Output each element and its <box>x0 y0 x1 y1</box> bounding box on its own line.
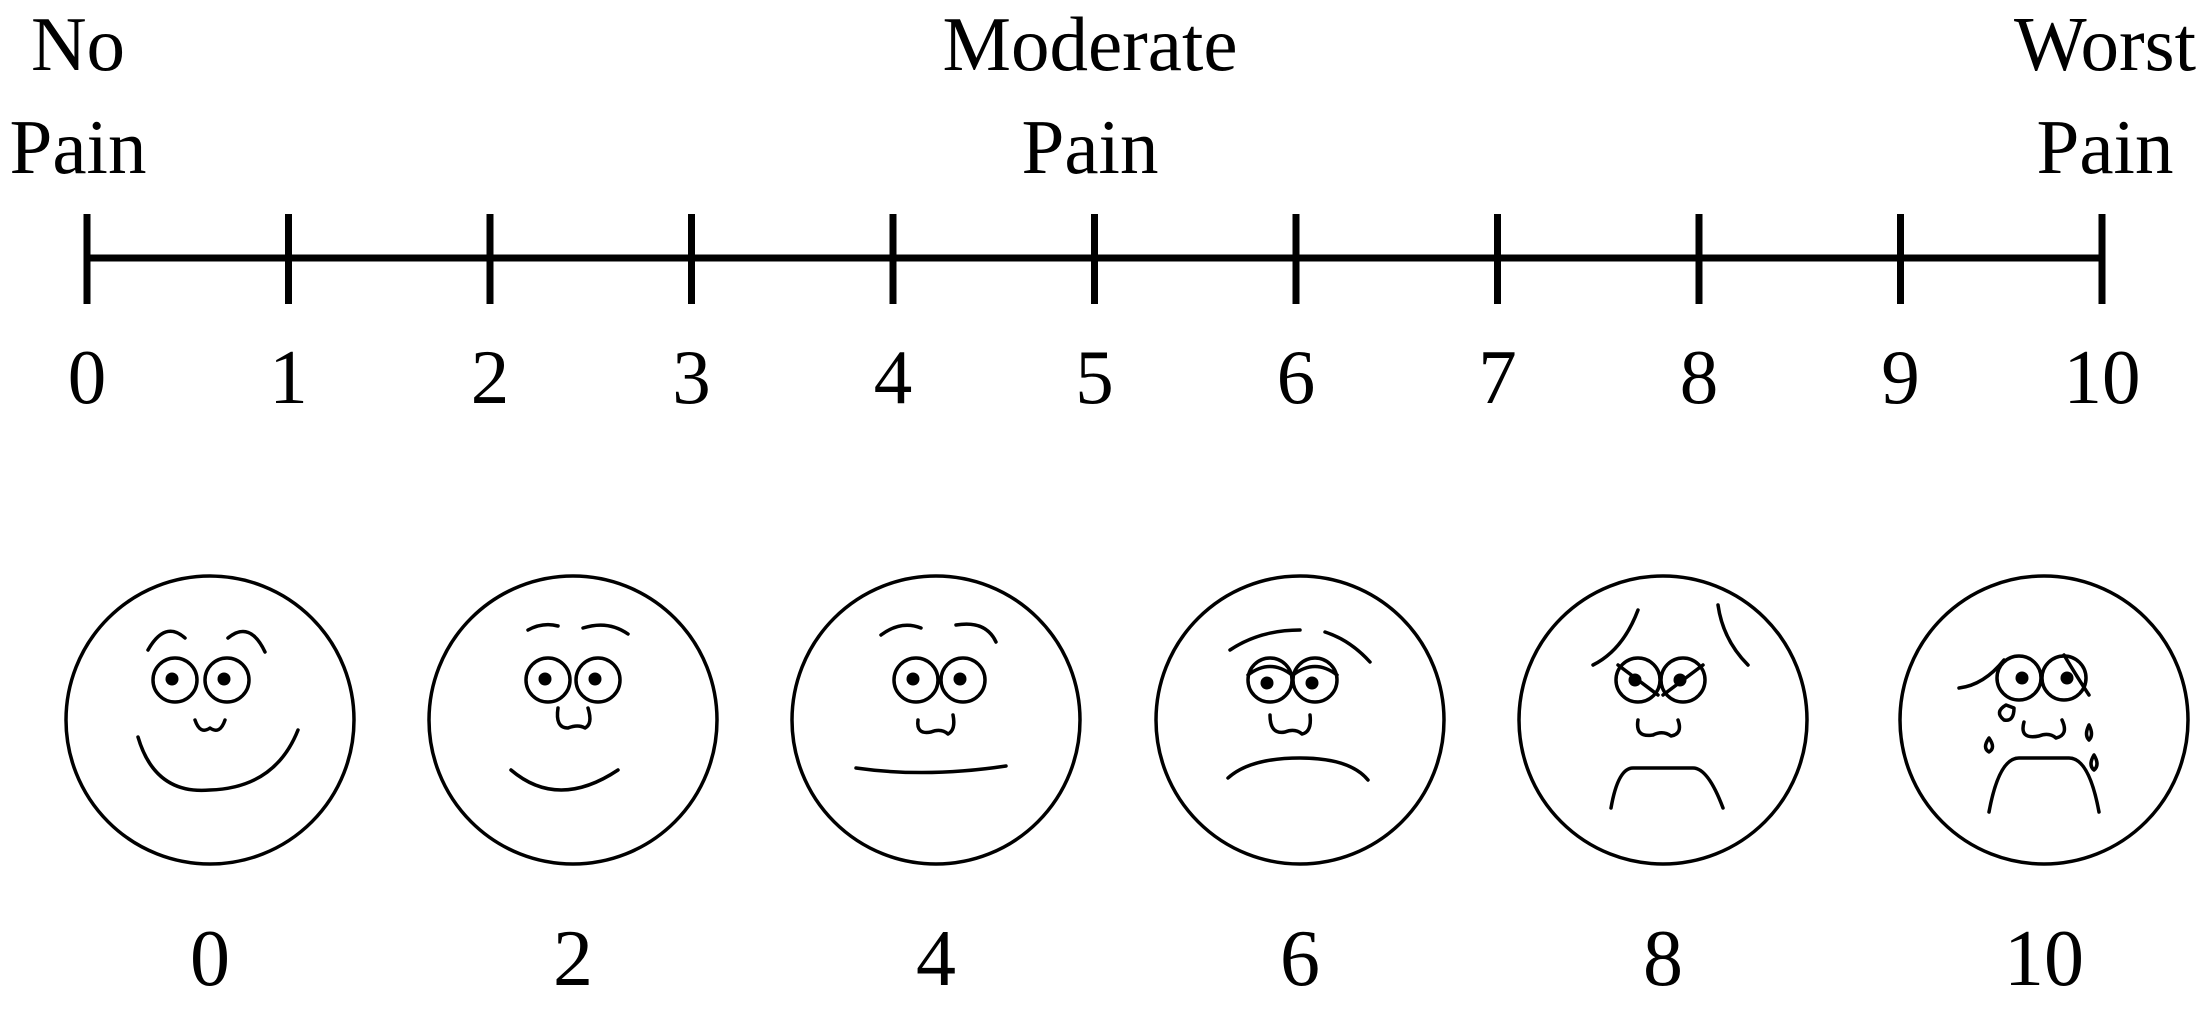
tick-label-10: 10 <box>2064 334 2141 420</box>
tick-label-7: 7 <box>1478 334 1517 420</box>
tear <box>2089 753 2099 772</box>
eyebrow <box>1228 628 1302 652</box>
nose <box>2021 718 2067 740</box>
tick-label-1: 1 <box>269 334 308 420</box>
eyelid <box>1291 664 1339 677</box>
eyebrow <box>2062 653 2091 697</box>
eye <box>2040 654 2088 702</box>
eye <box>574 656 622 704</box>
mouth <box>1226 756 1370 782</box>
pupil <box>1628 673 1642 687</box>
anchor-label-line: No <box>31 1 125 87</box>
face-outline <box>427 574 719 866</box>
tick-label-3: 3 <box>672 334 711 420</box>
scale-tick-labels: 0 1 2 3 4 5 6 7 8 9 10 <box>68 334 2141 420</box>
eyebrow <box>954 622 998 644</box>
pupil <box>217 672 231 686</box>
slight-smile-face-icon <box>427 574 719 866</box>
tick-label-8: 8 <box>1680 334 1719 420</box>
tear <box>1983 736 1995 754</box>
pupil <box>588 672 602 686</box>
anchor-label-line: Pain <box>10 104 147 190</box>
pupil <box>953 672 967 686</box>
pupil <box>1260 676 1274 690</box>
face-outline <box>790 574 1082 866</box>
tick-label-2: 2 <box>471 334 510 420</box>
face-outline <box>1517 574 1809 866</box>
neutral-face-icon <box>790 574 1082 866</box>
eyebrow <box>526 622 560 632</box>
pupil <box>2060 671 2074 685</box>
mouth <box>509 768 620 792</box>
face-label-8: 8 <box>1643 915 1683 1003</box>
eye <box>151 656 199 704</box>
tick-label-9: 9 <box>1881 334 1920 420</box>
eyebrow <box>1716 603 1750 667</box>
nose <box>1268 713 1313 736</box>
nose <box>555 706 592 730</box>
mouth <box>854 764 1008 775</box>
nose <box>1635 718 1682 738</box>
eye <box>1291 656 1339 704</box>
eye <box>939 656 987 704</box>
pupil <box>165 672 179 686</box>
nose <box>916 713 956 736</box>
tick-label-6: 6 <box>1277 334 1316 420</box>
nose <box>193 718 227 732</box>
anchor-label-line: Moderate <box>942 1 1237 87</box>
anchor-label-line: Pain <box>1022 104 1159 190</box>
mouth <box>136 728 300 793</box>
eyebrow <box>1591 608 1640 667</box>
scale-ticks <box>83 214 2106 304</box>
pupil <box>538 672 552 686</box>
eyebrow <box>226 629 267 654</box>
eyebrow <box>146 629 187 652</box>
anchor-label-line: Worst <box>2014 1 2196 87</box>
crying-face-icon <box>1898 574 2190 866</box>
tear <box>2084 723 2094 742</box>
face-label-2: 2 <box>553 915 593 1003</box>
face-outline <box>1898 574 2190 866</box>
eyebrow <box>879 623 923 637</box>
pupil <box>1673 673 1687 687</box>
eye <box>524 656 572 704</box>
frowning-face-icon <box>1154 574 1446 866</box>
face-labels: 0 2 4 6 8 10 <box>190 915 2084 1003</box>
face-outline <box>64 574 356 866</box>
pupil <box>906 672 920 686</box>
eyebrow <box>1323 630 1372 664</box>
face-label-4: 4 <box>916 915 956 1003</box>
worried-face-icon <box>1517 574 1809 866</box>
tick-label-0: 0 <box>68 334 107 420</box>
smiling-face-icon <box>64 574 356 866</box>
mouth <box>1609 766 1725 810</box>
eyelid <box>1246 664 1294 677</box>
mouth <box>1987 756 2101 814</box>
eye <box>203 656 251 704</box>
tear <box>1997 703 2016 722</box>
anchor-label-line: Pain <box>2037 104 2174 190</box>
pupil <box>1305 676 1319 690</box>
tick-label-4: 4 <box>874 334 913 420</box>
face-outline <box>1154 574 1446 866</box>
pupil <box>2015 671 2029 685</box>
tick-label-5: 5 <box>1075 334 1114 420</box>
eye <box>1659 656 1707 704</box>
face-row <box>64 574 2190 866</box>
eye <box>892 656 940 704</box>
face-label-10: 10 <box>2004 915 2084 1003</box>
face-label-0: 0 <box>190 915 230 1003</box>
eyebrow <box>581 623 630 636</box>
face-label-6: 6 <box>1280 915 1320 1003</box>
